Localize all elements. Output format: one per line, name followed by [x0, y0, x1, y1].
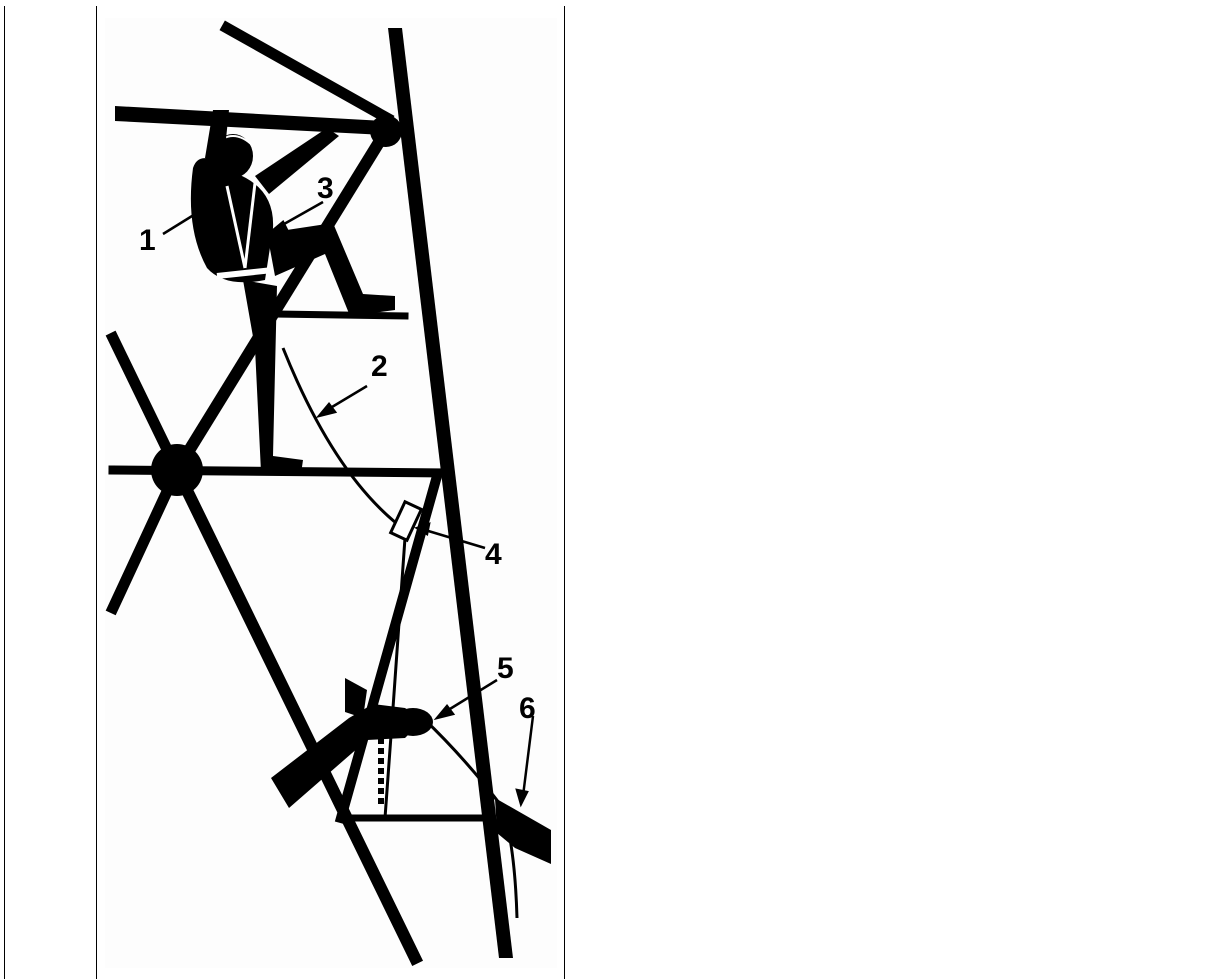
figure-cell: 1 2 3 4 5 6 [97, 6, 564, 979]
table-border-left [4, 6, 5, 979]
tower-climbing-illustration: 1 2 3 4 5 6 [105, 18, 557, 968]
callout-label-5: 5 [497, 652, 514, 685]
lanyard-and-rope [283, 348, 517, 918]
callout-label-1: 1 [139, 224, 156, 257]
callout-label-3: 3 [317, 172, 334, 205]
callout-label-6: 6 [519, 692, 536, 725]
callout-label-4: 4 [485, 538, 502, 571]
tower-structure [113, 28, 513, 958]
callout-label-2: 2 [371, 350, 388, 383]
belayer-hands [271, 678, 551, 864]
table-border-right [564, 6, 565, 979]
